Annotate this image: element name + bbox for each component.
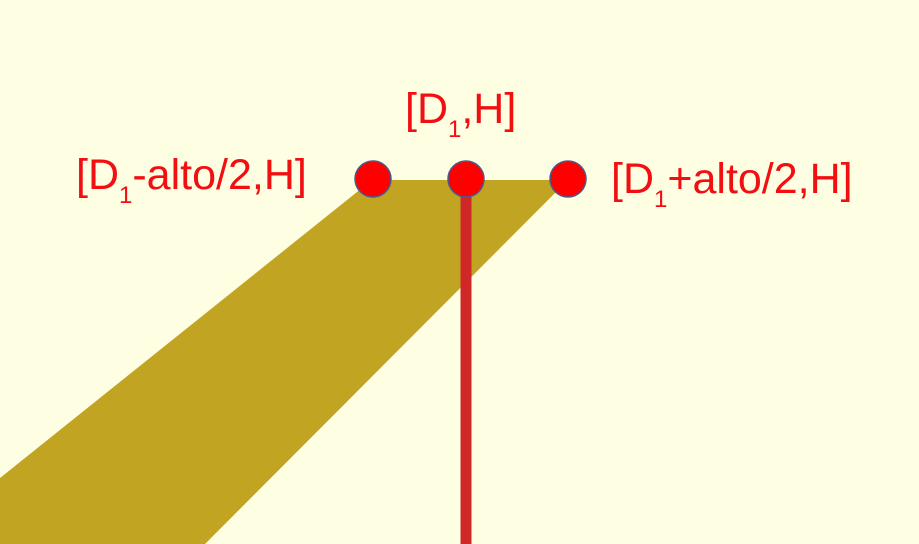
label-left-point: [D1-alto/2,H] [76,151,307,208]
label-right-rest: +alto/2,H] [667,155,853,203]
point-right [549,160,587,198]
label-right-subscript: 1 [654,186,668,213]
label-center-subscript: 1 [448,116,462,143]
point-center [447,160,485,198]
label-right-point: [D1+alto/2,H] [611,155,853,212]
label-center-point: [D1,H] [405,85,517,142]
label-left-open: [D [76,151,119,199]
label-left-subscript: 1 [119,182,133,209]
label-left-rest: -alto/2,H] [132,151,307,199]
slanted-band [0,180,568,544]
label-center-open: [D [405,85,448,133]
label-center-rest: ,H] [461,85,517,133]
label-right-open: [D [611,155,654,203]
point-left [354,160,392,198]
